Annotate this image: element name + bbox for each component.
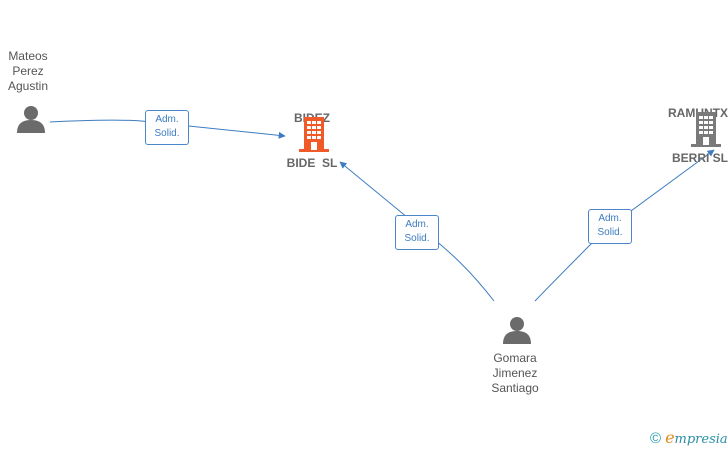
company-building-icon[interactable] [297, 116, 331, 152]
relation-label-line: Adm. [598, 213, 622, 224]
person-icon[interactable] [502, 316, 532, 344]
relation-label-line: Adm. [405, 219, 429, 230]
copyright-icon: © [650, 430, 662, 447]
relation-label-line: Solid. [597, 227, 623, 238]
person-name-line: Santiago [491, 381, 539, 395]
company-name-line: BERRI SL [671, 151, 728, 165]
person-name-line: Agustin [7, 79, 49, 93]
brand-logo-initial: e [665, 428, 675, 447]
empresia-watermark: © empresia [650, 429, 728, 449]
brand-logo: empresia [665, 429, 728, 449]
company-building-icon[interactable] [689, 111, 723, 147]
person-icon[interactable] [16, 105, 46, 133]
person-name-line: Gomara [493, 351, 537, 365]
person-name-line: Jimenez [492, 366, 538, 380]
relation-badge-mateos-bidez[interactable]: Adm. Solid. [145, 110, 189, 145]
brand-logo-text: mpresia [674, 432, 728, 447]
relation-label-line: Adm. [155, 114, 179, 125]
person-name-line: Mateos [8, 49, 48, 63]
relation-label-line: Solid. [154, 128, 180, 139]
relation-badge-gomara-ramuntx[interactable]: Adm. Solid. [588, 209, 632, 244]
relation-label-line: Solid. [404, 233, 430, 244]
person-name-gomara: Gomara Jimenez Santiago [474, 351, 556, 396]
person-name-mateos: Mateos Perez Agustin [0, 49, 56, 94]
relation-badge-gomara-bidez[interactable]: Adm. Solid. [395, 215, 439, 250]
company-name-line: BIDE SL [286, 156, 338, 170]
person-name-line: Perez [12, 64, 44, 78]
